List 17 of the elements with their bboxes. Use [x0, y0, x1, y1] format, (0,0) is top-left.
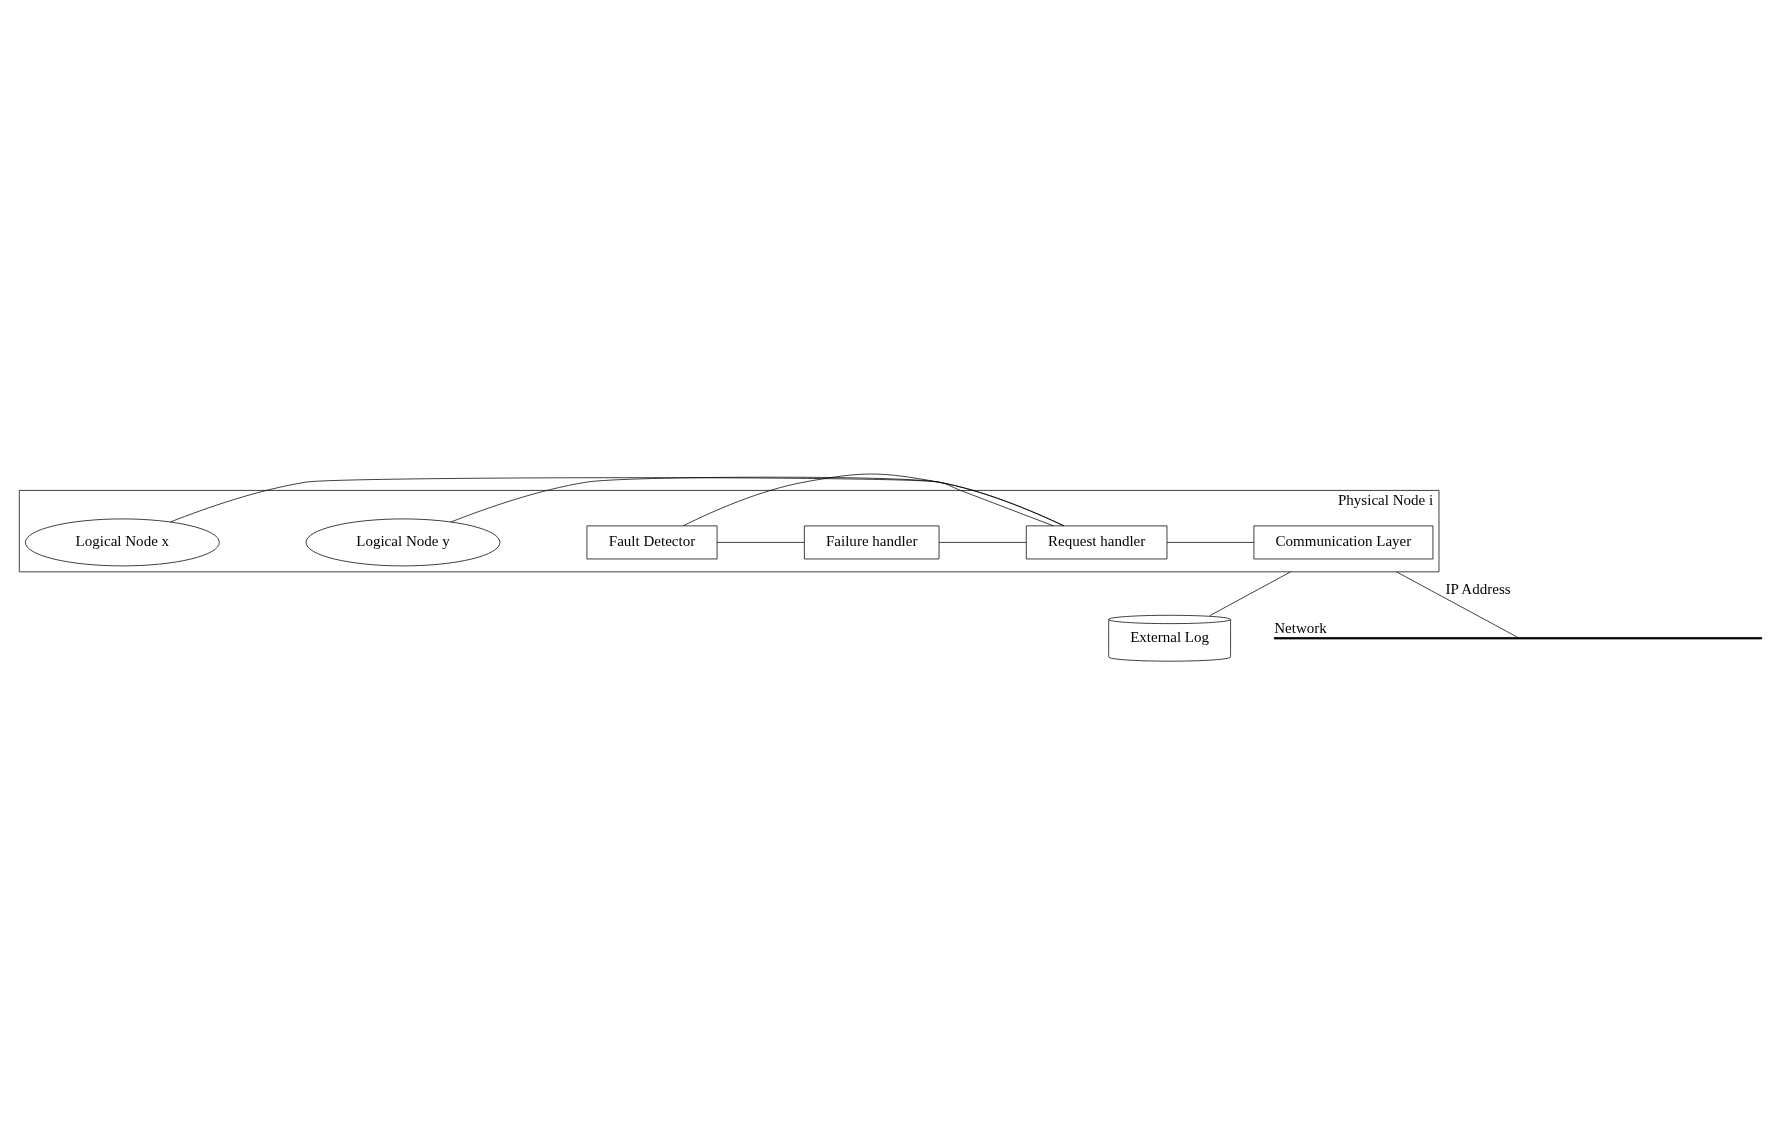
node-label: Network	[1274, 619, 1327, 636]
connector	[450, 476, 1065, 527]
node-ellipse: Logical Node x	[25, 518, 220, 567]
connector	[938, 542, 1027, 543]
node-box: Failure handler	[804, 525, 940, 560]
connector	[1209, 571, 1291, 617]
connector	[682, 473, 1054, 527]
node-box: Fault Detector	[586, 525, 718, 560]
connector	[716, 542, 805, 543]
connector	[1396, 571, 1519, 638]
node-bar	[1273, 637, 1763, 640]
node-ellipse: Logical Node y	[305, 518, 501, 567]
node-box: Communication Layer	[1253, 525, 1434, 560]
edge-label: IP Address	[1445, 581, 1511, 598]
node-box: Request handler	[1025, 525, 1168, 560]
connector	[1166, 542, 1255, 543]
connector	[169, 477, 1065, 527]
